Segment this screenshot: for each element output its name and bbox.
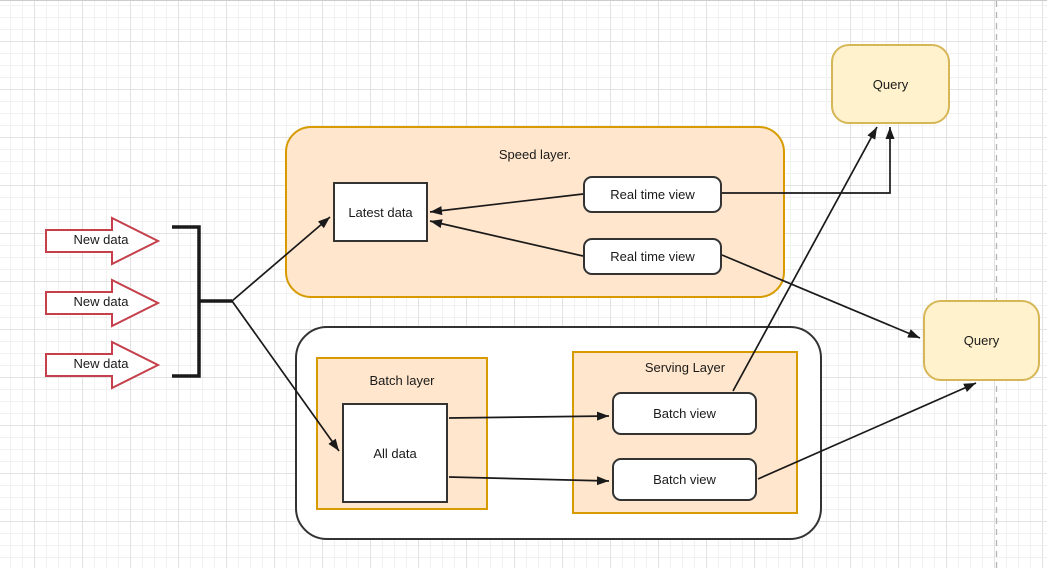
query-node-right[interactable]: Query bbox=[923, 300, 1040, 381]
query-label: Query bbox=[872, 76, 909, 92]
all-data-label: All data bbox=[373, 445, 417, 461]
batch-layer-title: Batch layer bbox=[369, 373, 435, 388]
serving-layer-title: Serving Layer bbox=[644, 360, 726, 375]
latest-data-node[interactable]: Latest data bbox=[333, 182, 428, 242]
query-node-top[interactable]: Query bbox=[831, 44, 950, 124]
new-data-arrow-shape[interactable] bbox=[45, 340, 161, 390]
new-data-arrow-shape[interactable] bbox=[45, 216, 161, 266]
batch-view-label: Batch view bbox=[653, 472, 716, 487]
new-data-arrow-shape[interactable] bbox=[45, 278, 161, 328]
real-time-view-node-1[interactable]: Real time view bbox=[583, 176, 722, 213]
real-time-view-node-2[interactable]: Real time view bbox=[583, 238, 722, 275]
new-data-label: New data bbox=[73, 356, 129, 371]
batch-view-node-2[interactable]: Batch view bbox=[612, 458, 757, 501]
query-label: Query bbox=[963, 333, 1000, 348]
all-data-node[interactable]: All data bbox=[342, 403, 448, 503]
batch-view-label: Batch view bbox=[653, 406, 716, 421]
speed-layer-title: Speed layer. bbox=[498, 147, 572, 162]
real-time-view-label: Real time view bbox=[610, 187, 695, 202]
batch-view-node-1[interactable]: Batch view bbox=[612, 392, 757, 435]
latest-data-label: Latest data bbox=[348, 204, 413, 220]
new-data-label: New data bbox=[73, 232, 129, 247]
real-time-view-label: Real time view bbox=[610, 249, 695, 264]
new-data-label: New data bbox=[73, 294, 129, 309]
